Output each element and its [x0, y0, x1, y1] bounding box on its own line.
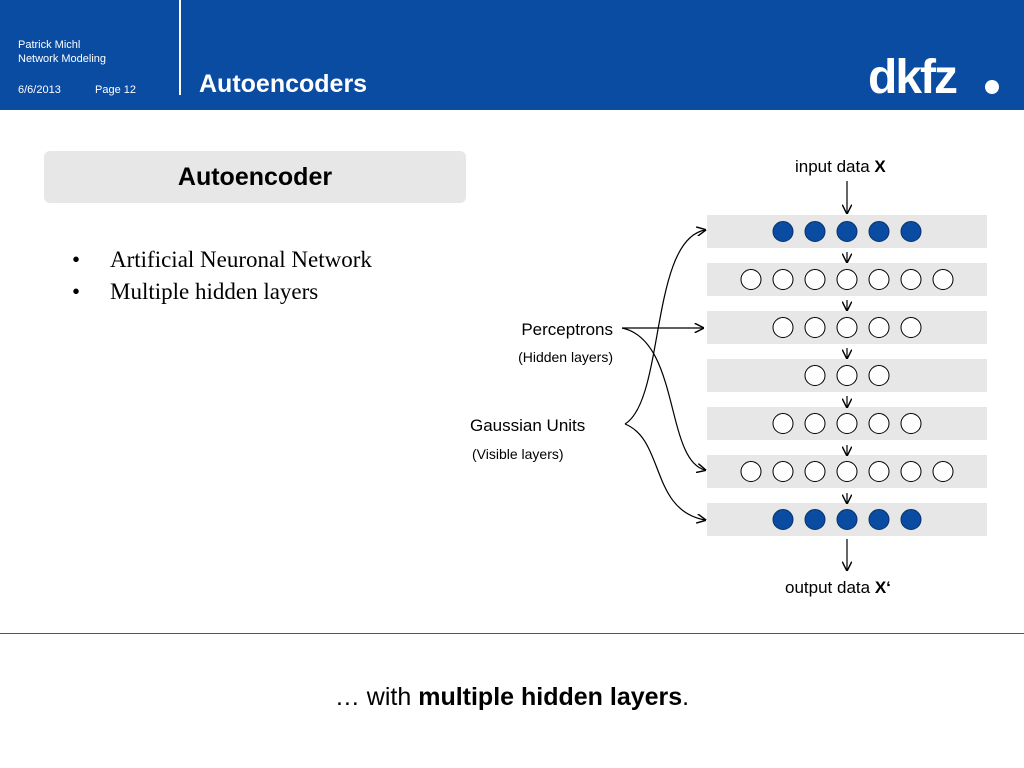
hidden-unit: [804, 461, 826, 482]
hidden-unit: [868, 365, 890, 386]
footer-divider: [0, 633, 1024, 634]
hidden-unit: [772, 413, 794, 434]
topic-text: Network Modeling: [18, 53, 107, 65]
hidden-unit: [868, 317, 890, 338]
visible-unit: [868, 509, 890, 530]
hidden-unit: [836, 365, 858, 386]
perceptrons-label: Perceptrons: [521, 320, 613, 339]
hidden-unit: [868, 461, 890, 482]
visible-unit: [836, 509, 858, 530]
perceptrons-sublabel: (Hidden layers): [518, 349, 613, 365]
hidden-unit: [900, 413, 922, 434]
hidden-unit: [900, 269, 922, 290]
footer-text: … with multiple hidden layers.: [0, 683, 1024, 712]
visible-unit: [772, 509, 794, 530]
gaussian-arrow-bottom: [624, 423, 705, 520]
gaussian-label: Gaussian Units: [470, 416, 585, 435]
hidden-unit: [836, 461, 858, 482]
hidden-unit: [772, 461, 794, 482]
hidden-unit: [836, 269, 858, 290]
hidden-unit: [740, 461, 762, 482]
date-text: 6/6/2013: [18, 84, 61, 96]
hidden-unit: [932, 461, 954, 482]
hidden-unit: [868, 269, 890, 290]
perceptron-arrow-low: [621, 327, 705, 470]
bullet-item: •Artificial Neuronal Network: [72, 247, 372, 272]
hidden-unit: [932, 269, 954, 290]
footer-prefix: … with: [334, 683, 419, 711]
dkfz-logo: dkfz: [868, 51, 958, 104]
footer-bold: multiple hidden layers: [418, 683, 683, 711]
gaussian-arrow-top: [624, 230, 705, 425]
section-heading: Autoencoder: [44, 151, 466, 203]
visible-unit: [772, 221, 794, 242]
page-number: Page 12: [95, 84, 136, 96]
output-label: output data X‘: [785, 578, 891, 597]
hidden-unit: [836, 413, 858, 434]
bullet-text: Artificial Neuronal Network: [110, 247, 372, 272]
input-label: input data X: [795, 157, 886, 176]
author-text: Patrick Michl: [18, 39, 81, 51]
header-bar: Patrick Michl Network Modeling 6/6/2013 …: [0, 0, 1024, 110]
bullet-item: •Multiple hidden layers: [72, 279, 319, 304]
visible-unit: [804, 509, 826, 530]
hidden-unit: [900, 461, 922, 482]
visible-unit: [836, 221, 858, 242]
hidden-unit: [868, 413, 890, 434]
hidden-unit: [804, 317, 826, 338]
visible-unit: [868, 221, 890, 242]
hidden-unit: [836, 317, 858, 338]
visible-unit: [804, 221, 826, 242]
bracket-arrows: [621, 230, 705, 520]
visible-unit: [900, 221, 922, 242]
header-separator: [179, 0, 181, 95]
gaussian-sublabel: (Visible layers): [472, 446, 564, 462]
hidden-unit: [772, 317, 794, 338]
hidden-unit: [804, 413, 826, 434]
slide-title: Autoencoders: [199, 70, 368, 98]
hidden-unit: [740, 269, 762, 290]
network-layers: [707, 215, 987, 536]
hidden-unit: [900, 317, 922, 338]
visible-unit: [900, 509, 922, 530]
hidden-unit: [804, 365, 826, 386]
logo-dot: [985, 80, 999, 94]
footer-suffix: .: [682, 683, 690, 711]
bullet-text: Multiple hidden layers: [110, 279, 319, 304]
hidden-unit: [804, 269, 826, 290]
hidden-unit: [772, 269, 794, 290]
